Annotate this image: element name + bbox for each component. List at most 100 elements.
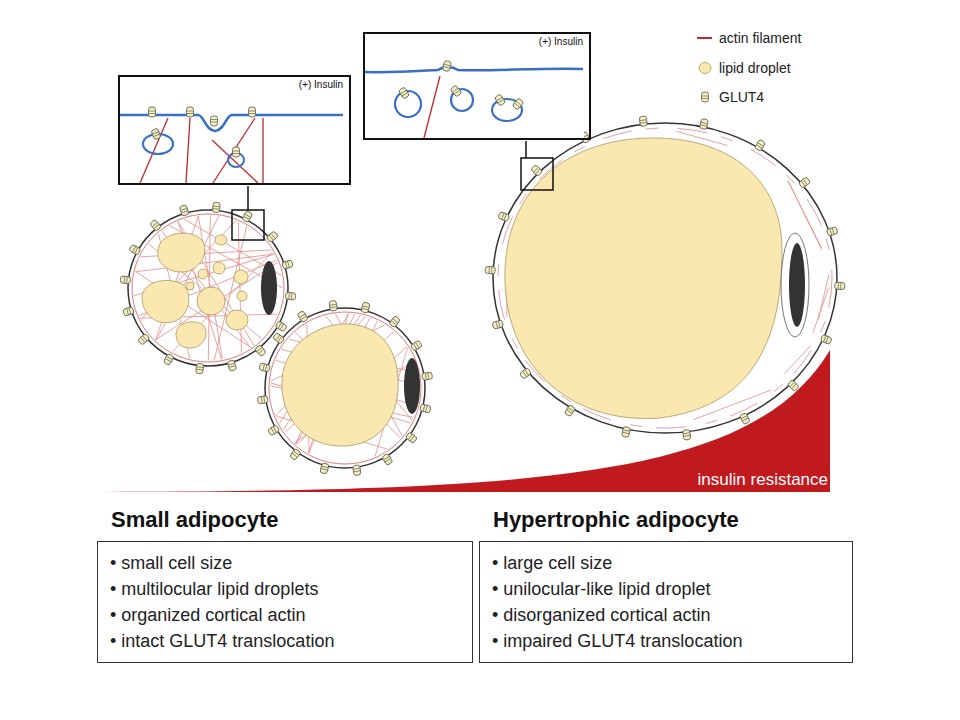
- small-adipocyte: [265, 308, 425, 468]
- illustration-part: [512, 98, 524, 110]
- illustration-part: [494, 94, 505, 106]
- glut4: [754, 139, 765, 151]
- glut4: [498, 211, 510, 221]
- glut4: [297, 311, 308, 323]
- illustration-part: [186, 282, 194, 290]
- cell-membrane: [265, 308, 425, 468]
- illustration-part: [211, 116, 218, 126]
- glut4: [382, 453, 393, 465]
- illustration-part: [186, 118, 190, 183]
- actin-filament: [784, 346, 810, 374]
- glut4: [259, 363, 270, 372]
- resistance-wedge: insulin resistance: [105, 350, 836, 493]
- glut4: [120, 276, 131, 284]
- bullet-list: • small cell size• multilocular lipid dr…: [97, 541, 473, 663]
- glut4: [123, 307, 135, 317]
- bullet-item: • disorganized cortical actin: [492, 602, 840, 628]
- glut4: [361, 302, 370, 313]
- glut4: [196, 363, 204, 374]
- illustration-part: [249, 107, 256, 117]
- glut4: [150, 219, 162, 231]
- nucleus: [789, 243, 805, 327]
- glut4: [242, 211, 253, 223]
- glut4: [519, 368, 531, 380]
- glut4: [272, 333, 284, 345]
- actin-sample: [697, 37, 712, 39]
- actin-filaments: [140, 118, 263, 183]
- illustration-part: [398, 87, 409, 99]
- glut4: [212, 202, 220, 213]
- glut4: [257, 396, 268, 404]
- bullet-item: • intact GLUT4 translocation: [110, 628, 460, 654]
- glut4: [485, 266, 495, 273]
- lipid-droplet: [505, 138, 782, 419]
- bullet-item: • large cell size: [492, 550, 840, 576]
- bullet-item: • unilocular-like lipid droplet: [492, 576, 840, 602]
- cell-membrane: [493, 123, 837, 433]
- illustration-part: [442, 60, 451, 71]
- nucleus: [404, 358, 420, 414]
- glut4: [163, 353, 174, 365]
- glut4: [787, 380, 799, 392]
- actin-filament: [424, 76, 440, 138]
- legend-label: actin filament: [719, 28, 801, 48]
- box-heading: Small adipocyte: [97, 506, 473, 534]
- illustration-part: [262, 118, 263, 183]
- zoom-leader: [247, 186, 249, 210]
- cortical-actin: [132, 214, 284, 362]
- glut4: [129, 244, 141, 255]
- actin-filament: [136, 272, 251, 348]
- legend-label: GLUT4: [719, 87, 764, 107]
- glut4: [320, 463, 329, 474]
- nucleus: [261, 261, 277, 315]
- illustration-part: [237, 291, 247, 301]
- glut4: [389, 315, 401, 327]
- illustration-part: [212, 140, 258, 183]
- illustration-part: [187, 107, 194, 117]
- illustration-part: [149, 107, 156, 117]
- inset-label: (+) Insulin: [539, 36, 583, 48]
- illustration-part: [151, 128, 161, 140]
- zoom-inset: (+) Insulin: [363, 32, 591, 140]
- glut4: [531, 165, 543, 177]
- glut4: [739, 413, 750, 425]
- glut4: [275, 321, 287, 332]
- plasma-membrane: [365, 67, 583, 72]
- feature-box: Hypertrophic adipocyte• large cell size•…: [479, 506, 853, 663]
- illustration-part: [198, 269, 208, 279]
- small-adipocyte: [128, 210, 288, 366]
- illustration-part: [233, 147, 240, 157]
- glut4: [268, 425, 280, 436]
- illustration-part: [158, 233, 205, 272]
- glut4: [227, 360, 237, 372]
- wedge-fill: [105, 350, 830, 492]
- plasma-membrane: [120, 115, 343, 131]
- zoom-box: [521, 158, 553, 190]
- glut4: [639, 116, 647, 127]
- glut4: [405, 432, 417, 444]
- actin-network: [134, 215, 282, 360]
- glut4: [699, 118, 708, 129]
- glut4: [285, 292, 296, 300]
- droplet-sample: [699, 63, 711, 74]
- glut4: [179, 205, 189, 217]
- feature-box: Small adipocyte • small cell size• multil…: [97, 506, 473, 663]
- illustration-part: [234, 270, 248, 284]
- glut4: [353, 465, 361, 476]
- lipid-droplet: [282, 324, 398, 446]
- glut4: [329, 300, 337, 311]
- glut4: [266, 231, 278, 243]
- glut4: [826, 227, 838, 237]
- illustration-part: [197, 287, 225, 315]
- wedge-label: insulin resistance: [698, 470, 828, 490]
- bullet-item: • organized cortical actin: [110, 602, 460, 628]
- legend-samples: [697, 38, 712, 102]
- glut4: [282, 260, 294, 270]
- bullet-list: • large cell size• unilocular-like lipid…: [479, 541, 853, 663]
- illustration-part: [450, 85, 462, 97]
- bullet-item: • small cell size: [110, 550, 460, 576]
- cortical-actin: [498, 128, 832, 428]
- illustration-part: [140, 118, 168, 183]
- inset-ground: [119, 76, 344, 184]
